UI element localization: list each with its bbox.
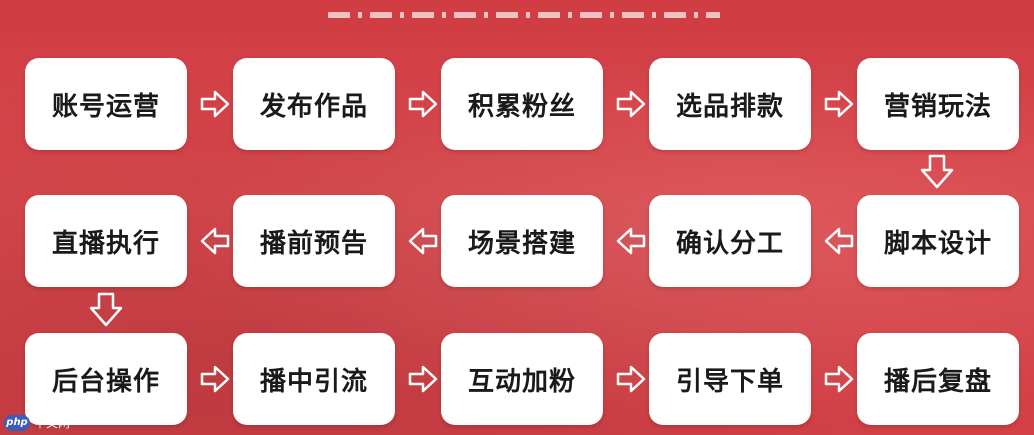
arrow-left-icon [408,227,438,255]
step-live-execution: 直播执行 [25,195,187,287]
top-dashed-decoration [328,12,720,18]
step-publish-works: 发布作品 [233,58,395,150]
php-logo-icon: php [4,414,30,431]
arrow-left-icon [824,227,854,255]
arrow-right-icon [616,365,646,393]
arrow-right-icon [408,90,438,118]
arrow-right-icon [200,365,230,393]
step-account-operation: 账号运营 [25,58,187,150]
arrow-left-icon [200,227,230,255]
step-scene-setup: 场景搭建 [441,195,603,287]
arrow-left-icon [616,227,646,255]
step-confirm-division: 确认分工 [649,195,811,287]
arrow-right-icon [824,90,854,118]
arrow-down-icon [920,154,954,189]
step-product-selection: 选品排款 [649,58,811,150]
step-accumulate-fans: 积累粉丝 [441,58,603,150]
step-marketing-tactics: 营销玩法 [857,58,1019,150]
step-interaction-add-fans: 互动加粉 [441,333,603,425]
step-post-broadcast-review: 播后复盘 [857,333,1019,425]
watermark: php 中文网 [4,414,70,431]
step-guide-order: 引导下单 [649,333,811,425]
step-backend-operation: 后台操作 [25,333,187,425]
arrow-right-icon [616,90,646,118]
step-script-design: 脚本设计 [857,195,1019,287]
step-pre-broadcast-notice: 播前预告 [233,195,395,287]
arrow-right-icon [200,90,230,118]
step-in-broadcast-traffic: 播中引流 [233,333,395,425]
arrow-right-icon [824,365,854,393]
watermark-text: 中文网 [34,416,71,430]
arrow-right-icon [408,365,438,393]
arrow-down-icon [89,292,123,327]
